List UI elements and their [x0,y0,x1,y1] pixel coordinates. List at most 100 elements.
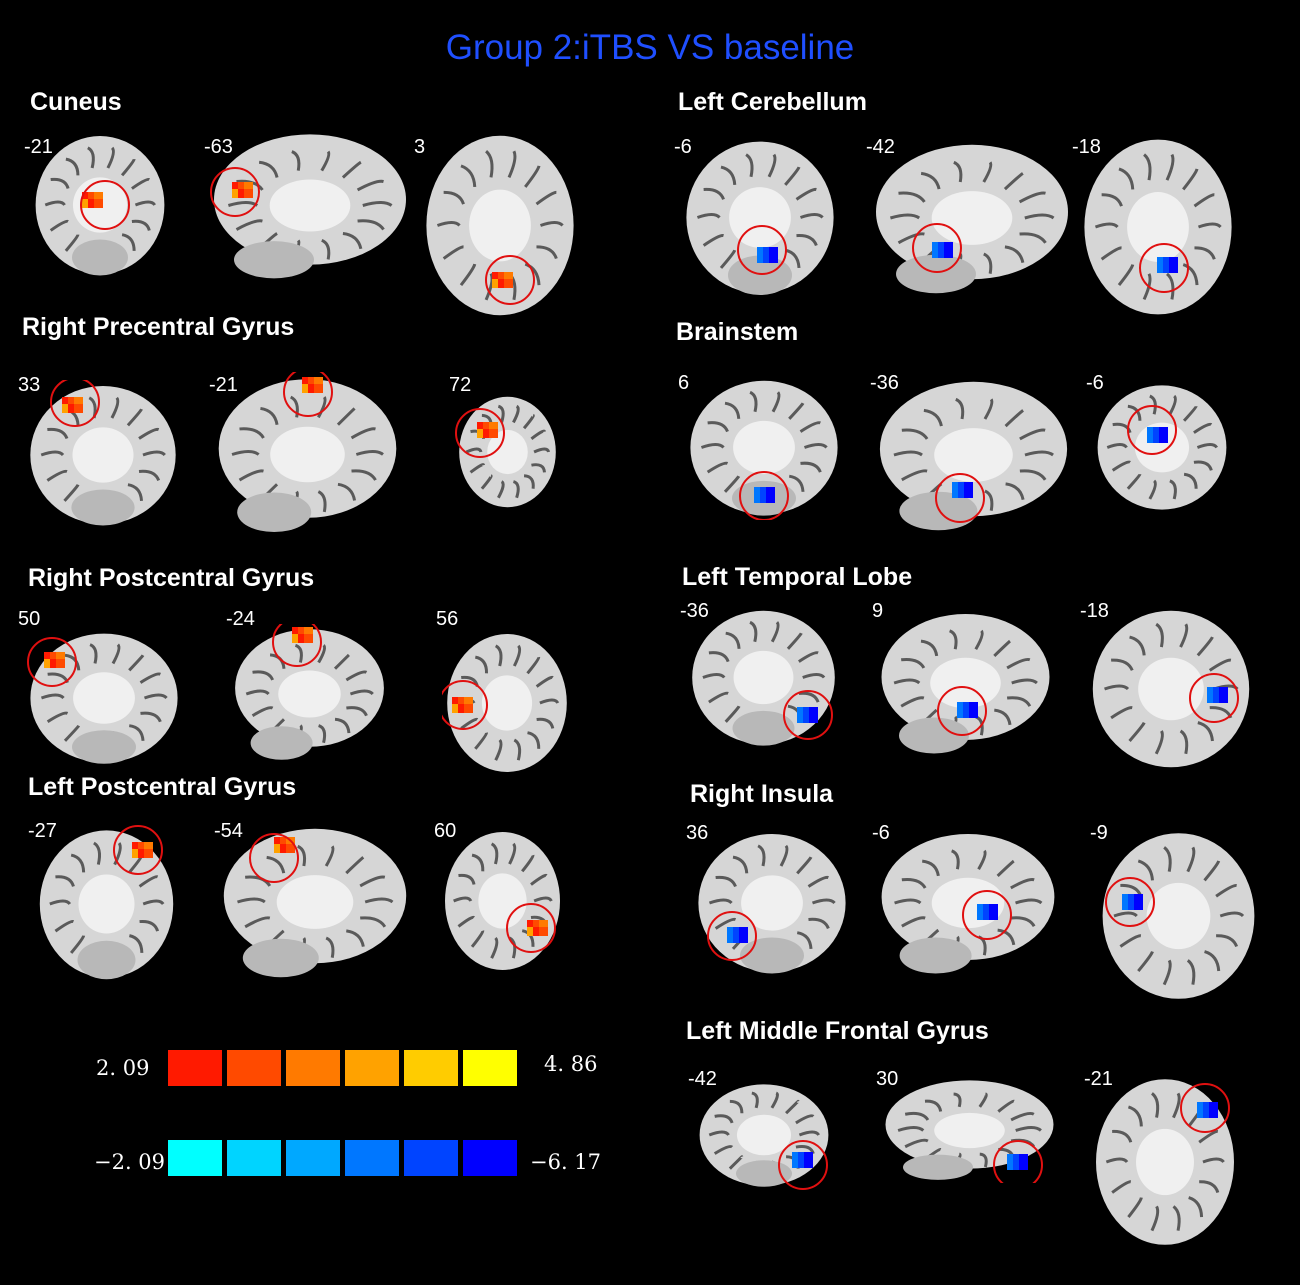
sulcus [113,842,122,866]
white-matter [931,877,1005,929]
highlight-circle [210,167,260,217]
positive-activation-voxel [504,272,513,281]
negative-activation-voxel [1013,1161,1022,1170]
sulcus [333,653,350,670]
positive-activation-voxel [304,627,313,636]
sulcus [131,219,151,231]
negative-activation-voxel [1219,694,1228,703]
sulcus [1172,1092,1181,1119]
positive-activation-voxel [302,384,311,393]
brain-slice-image [878,608,1053,758]
sulcus [1215,883,1237,898]
sulcus [530,873,548,886]
negative-activation-voxel [733,934,742,943]
highlight-circle [935,473,985,523]
sulcus [131,177,151,190]
sulcus [708,691,729,704]
sulcus [494,644,503,667]
slice-coordinate: 6 [678,372,690,394]
slice-coordinate: -21 [209,374,238,396]
negative-activation-voxel [803,714,812,723]
sulcus [40,450,65,457]
negative-activation-voxel [944,242,953,251]
slice-coordinate: -6 [872,822,890,844]
negative-activation-voxel [938,249,947,258]
sulcus [996,859,1015,877]
negative-activation-voxel [1159,434,1168,443]
sulcus [341,160,362,179]
brain-slice-image [24,377,182,530]
positive-activation-voxel [132,842,141,851]
sulcus [1179,729,1189,755]
positive-activation-voxel [68,404,77,413]
sulcus [788,474,805,492]
positive-activation-voxel [539,927,548,936]
cerebellum [72,239,128,276]
region-label: Cuneus [30,88,122,116]
positive-colorbar-swatch [404,1050,458,1086]
positive-activation-voxel [527,927,536,936]
sulcus [803,443,828,449]
negative-activation-voxel [969,702,978,711]
sulcus [1104,684,1130,691]
positive-activation-voxel [504,279,513,288]
sulcus [120,158,136,177]
highlight-circle [1180,1083,1230,1133]
sulcus [345,670,368,682]
negative-colorbar-swatch [463,1140,517,1176]
cerebellum [732,710,795,746]
sulcus [63,724,81,742]
sulcus [346,929,365,947]
sulcus [1204,950,1221,972]
brain-slice-image [24,628,184,768]
negative-activation-voxel [1013,1154,1022,1163]
positive-activation-voxel [308,377,317,386]
positive-activation-voxel [533,920,542,929]
highlight-circle [113,825,163,875]
sulcus [336,407,356,426]
sulcus [811,898,836,905]
sulcus [702,673,726,679]
negative-activation-voxel [1019,1154,1028,1163]
sulcus [729,1099,744,1114]
negative-activation-voxel [983,904,992,913]
sulcus [1154,730,1164,755]
sulcus [139,919,160,932]
positive-activation-voxel [44,659,53,668]
sulcus [497,404,505,423]
negative-activation-voxel [754,487,763,496]
negative-activation-voxel [1169,264,1178,273]
brain-slice-image [30,130,170,280]
sulcus [901,916,926,928]
sulcus [1111,1180,1132,1194]
sulcus [714,1114,734,1124]
region-label: Left Postcentral Gyrus [28,773,297,801]
sulcus [1203,860,1221,882]
negative-activation-voxel [963,709,972,718]
sulcus [1165,153,1175,181]
sulcus [1006,696,1032,708]
cerebellum [899,937,972,974]
sulcus [531,463,546,473]
slice-coordinate: 36 [686,822,709,844]
positive-activation-voxel [138,849,147,858]
sulcus [460,164,477,188]
sulcus [798,691,820,703]
sulcus [87,146,95,169]
sulcus [1011,678,1038,685]
sulcus [1019,428,1046,441]
brain-slice-image [420,128,580,323]
positive-activation-voxel [489,422,498,431]
sulcus [724,401,741,419]
sulcus [266,855,286,874]
sulcus [901,469,928,482]
sulcus [1148,479,1157,500]
positive-activation-voxel [274,844,283,853]
sulcus [121,233,136,251]
positive-activation-voxel [74,397,83,406]
sulcus [807,875,829,888]
sulcus [317,396,327,419]
sulcus [317,490,327,513]
positive-activation-voxel [298,627,307,636]
sulcus [106,146,115,169]
